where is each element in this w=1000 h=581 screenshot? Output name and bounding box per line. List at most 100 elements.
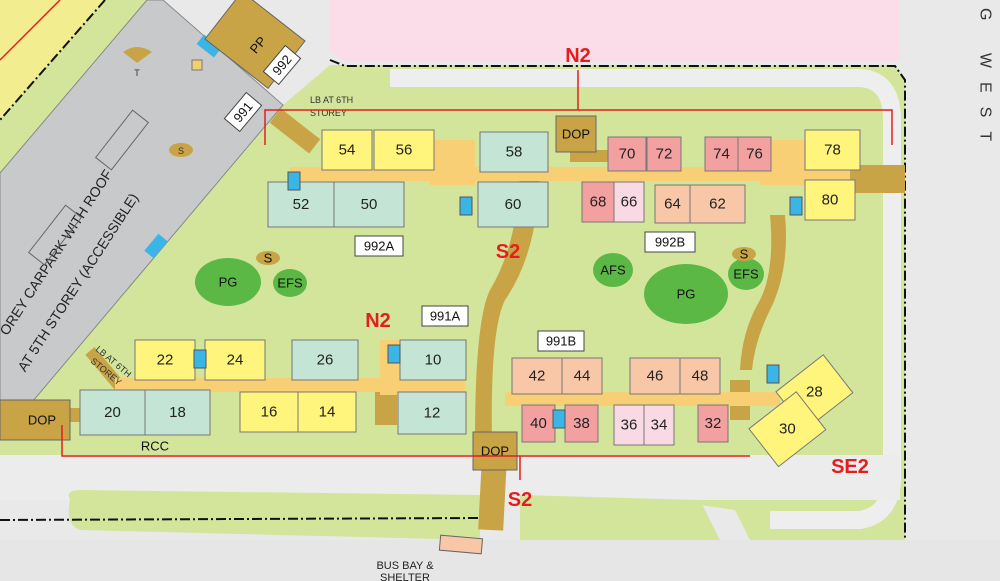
block-10: 10 [399,339,467,381]
playground-right: PG [644,264,728,324]
block-number: 24 [227,352,244,369]
block-44: 44 [561,357,603,395]
block-number: 38 [573,415,590,432]
block-tag-991a: 991A [421,305,469,327]
svg-text:DOP: DOP [562,127,590,142]
block-number: 14 [319,404,336,421]
svg-text:991B: 991B [546,334,576,349]
block-68: 68 [581,181,615,223]
block-56: 56 [373,129,435,171]
block-number: 34 [651,417,668,434]
block-52: 52 [267,181,335,228]
site-boundary [329,59,906,581]
block-number: 22 [157,352,174,369]
block-number: 32 [705,415,722,432]
lift-core [789,196,803,216]
block-number: 26 [317,352,334,369]
svg-text:DOP: DOP [28,413,56,428]
block-64: 64 [654,184,691,224]
block-46: 46 [629,357,681,395]
block-number: 80 [822,192,839,209]
shelter-bus-label: SHELTER [380,572,430,581]
lift-core [459,196,473,216]
block-number: 76 [746,146,763,163]
block-18: 18 [144,389,211,436]
block-tag-992b: 992B [644,231,696,253]
block-number: 50 [361,196,378,213]
svg-text:EFS: EFS [733,267,759,282]
block-number: 20 [104,404,121,421]
block-38: 38 [564,404,599,443]
zone-marker-n2-left: N2 [365,310,391,332]
block-66: 66 [613,181,645,223]
walkways [60,108,905,531]
block-70: 70 [607,136,647,172]
svg-text:992A: 992A [364,239,395,254]
block-42: 42 [511,357,563,395]
block-number: 12 [424,405,441,422]
svg-text:S: S [264,251,273,266]
block-number: 70 [619,146,636,163]
block-24: 24 [204,339,266,381]
block-20: 20 [79,389,146,436]
block-26: 26 [291,339,359,381]
svg-text:S: S [740,247,749,262]
block-tag-991b: 991B [537,330,585,352]
block-number: 18 [169,404,186,421]
zone-marker-se2: SE2 [831,456,869,478]
block-number: 30 [779,421,796,438]
block-32: 32 [697,404,729,443]
dop-left: DOP [0,399,71,441]
zone-marker-s2-mid: S2 [496,241,520,263]
block-74: 74 [704,136,739,172]
block-72: 72 [646,136,682,172]
block-number: 68 [590,194,607,211]
block-78: 78 [804,129,861,171]
block-number: 54 [339,142,356,159]
block-number: 44 [574,368,591,385]
bus-bay-label: BUS BAY & [376,560,434,572]
zone-marker-n2-top: N2 [565,45,591,67]
svg-text:991A: 991A [430,309,461,324]
block-76: 76 [737,136,772,172]
block-60: 60 [477,181,549,228]
lb-storey-top: STOREY [310,108,347,118]
bus-shelter [438,534,484,555]
svg-text:992B: 992B [655,235,685,250]
block-number: 10 [425,352,442,369]
lift-core [766,364,780,384]
block-34: 34 [643,404,675,446]
svg-text:DOP: DOP [481,444,509,459]
block-tag-992a: 992A [354,235,404,257]
block-58: 58 [479,131,549,173]
block-50: 50 [333,181,405,228]
shelter-right: S [732,247,756,262]
pavilion-label: T [134,68,140,78]
efs-left: EFS [273,269,307,297]
lift-core [387,344,401,364]
block-12: 12 [397,391,467,435]
block-number: 72 [656,146,673,163]
svg-text:PG: PG [677,287,696,302]
shelter-left: S [256,251,280,266]
zone-lines [61,70,893,480]
zone-marker-s2-bottom: S2 [508,489,532,511]
block-number: 28 [806,384,823,401]
block-22: 22 [134,339,196,381]
svg-text:EFS: EFS [277,276,303,291]
block-number: 42 [529,368,546,385]
block-number: 58 [506,144,523,161]
rcc-label: RCC [141,439,169,454]
block-number: 16 [261,404,278,421]
playground-left: PG [195,258,261,306]
pink-zone [330,0,1000,62]
lift-core [193,349,207,369]
block-number: 40 [530,415,547,432]
block-48: 48 [679,357,721,395]
block-number: 62 [709,196,726,213]
svg-text:PG: PG [219,275,238,290]
block-14: 14 [297,391,357,433]
block-40: 40 [521,404,556,443]
pavilion-icon [123,47,152,63]
